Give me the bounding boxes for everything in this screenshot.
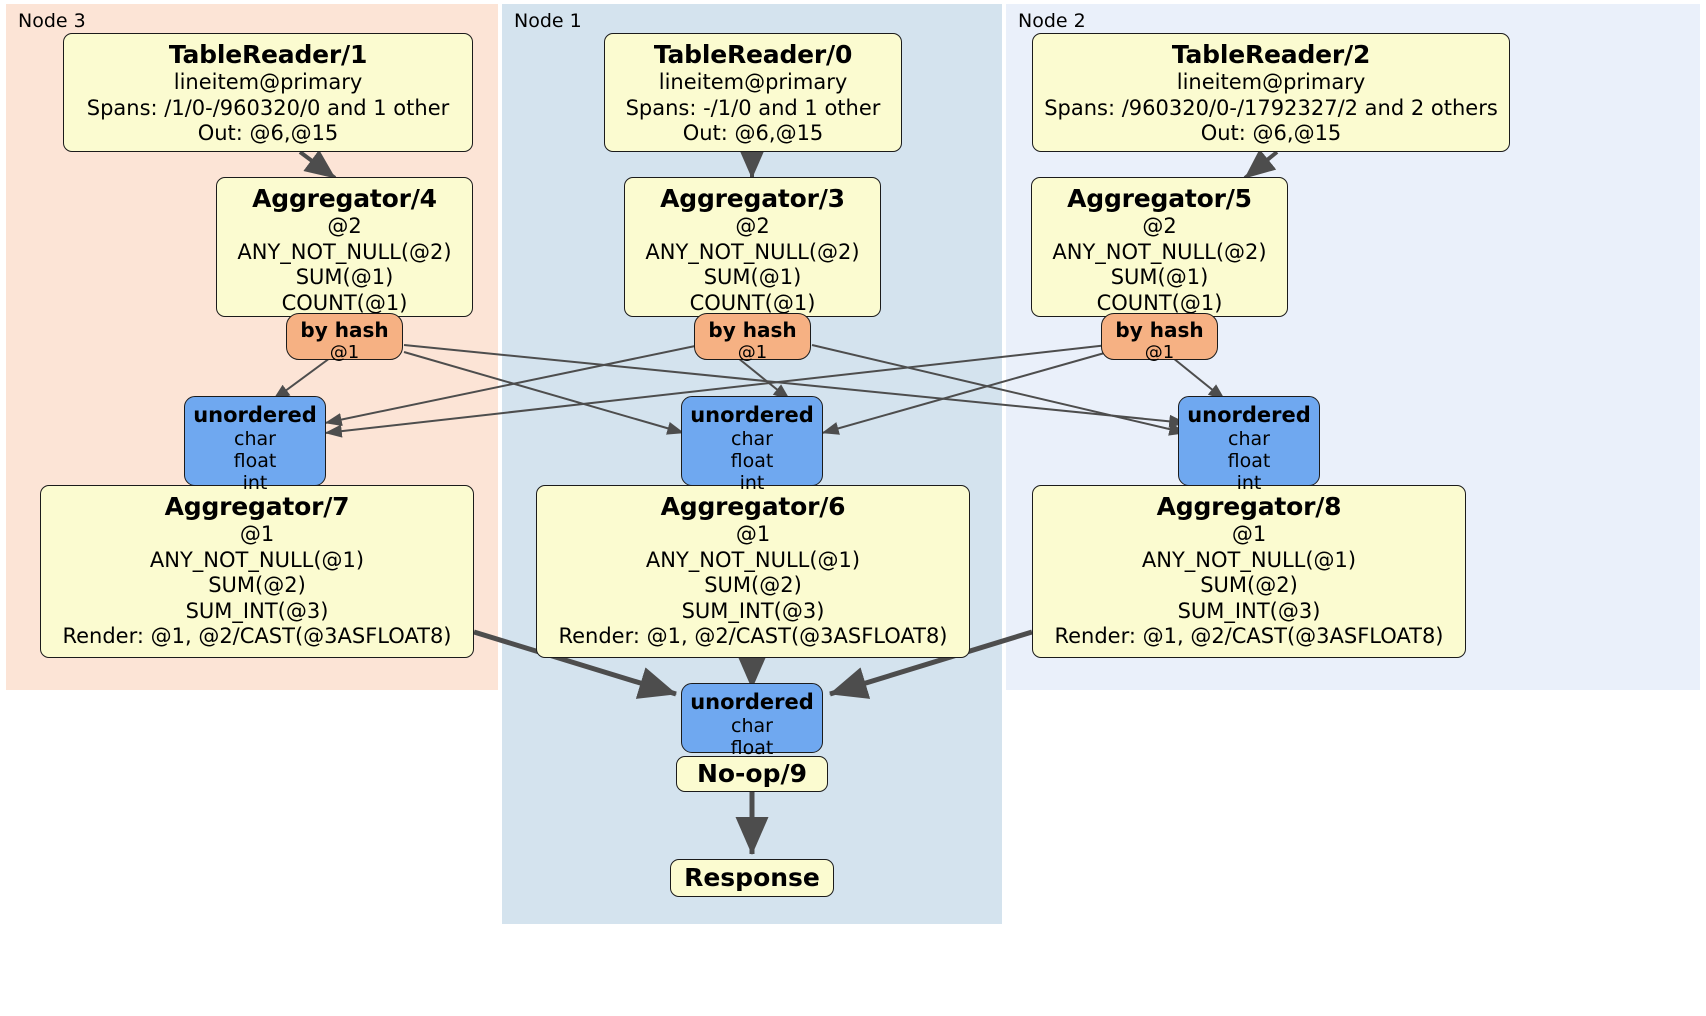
node-line: Spans: /960320/0-/1792327/2 and 2 others (1044, 95, 1498, 120)
node-line: SUM_INT(@3) (681, 598, 825, 623)
processor-aggregator-5[interactable]: Aggregator/5 @2 ANY_NOT_NULL(@2) SUM(@1)… (1031, 177, 1288, 317)
node-line: SUM(@1) (1110, 265, 1209, 289)
sync-unordered-node-1[interactable]: unordered char float int (681, 396, 823, 494)
sync-title: unordered (193, 403, 317, 427)
processor-table-reader-0[interactable]: TableReader/0 lineitem@primary Spans: -/… (604, 33, 902, 152)
node-title: Aggregator/5 (1067, 184, 1252, 213)
sync-unordered-node-2[interactable]: unordered char float int (1178, 396, 1320, 494)
node-title: Aggregator/4 (252, 184, 437, 213)
node-title: Response (684, 863, 820, 892)
sync-line: char (1228, 428, 1270, 450)
node-line: Spans: -/1/0 and 1 other (625, 95, 881, 120)
sync-line: int (739, 472, 765, 494)
processor-aggregator-8[interactable]: Aggregator/8 @1 ANY_NOT_NULL(@1) SUM(@2)… (1032, 485, 1466, 658)
node-title: Aggregator/6 (660, 492, 846, 521)
node-line: ANY_NOT_NULL(@2) (1052, 239, 1267, 264)
processor-aggregator-3[interactable]: Aggregator/3 @2 ANY_NOT_NULL(@2) SUM(@1)… (624, 177, 881, 317)
node-line: SUM_INT(@3) (1177, 598, 1321, 623)
node-line: SUM(@2) (1200, 573, 1298, 597)
sync-title: unordered (1187, 403, 1311, 427)
node-line: @1 (1231, 522, 1267, 546)
node-line: ANY_NOT_NULL(@2) (237, 239, 452, 264)
sync-title: unordered (690, 690, 814, 714)
node-title: TableReader/1 (168, 40, 368, 69)
node-title: TableReader/0 (653, 40, 853, 69)
node-line: SUM_INT(@3) (185, 598, 329, 623)
node-line: SUM(@2) (208, 573, 306, 597)
node-line: ANY_NOT_NULL(@1) (1141, 547, 1357, 572)
sync-title: unordered (690, 403, 814, 427)
sync-line: char (731, 715, 773, 737)
node-line: @2 (1142, 214, 1177, 238)
processor-response[interactable]: Response (670, 859, 834, 897)
processor-no-op-9[interactable]: No-op/9 (676, 756, 828, 792)
sync-unordered-node-3[interactable]: unordered char float int (184, 396, 326, 494)
router-title: by hash (1115, 318, 1204, 342)
router-line: @1 (329, 342, 360, 363)
processor-table-reader-1[interactable]: TableReader/1 lineitem@primary Spans: /1… (63, 33, 473, 152)
node-line: lineitem@primary (1176, 70, 1366, 94)
node-line: Out: @6,@15 (682, 121, 824, 145)
node-line: @2 (327, 214, 362, 238)
node-line: COUNT(@1) (689, 290, 816, 315)
router-line: @1 (737, 342, 768, 363)
sync-line: float (1227, 450, 1271, 472)
sync-line: float (730, 737, 774, 759)
node-line: ANY_NOT_NULL(@1) (645, 547, 861, 572)
router-by-hash-node-2[interactable]: by hash @1 (1101, 313, 1218, 363)
processor-aggregator-4[interactable]: Aggregator/4 @2 ANY_NOT_NULL(@2) SUM(@1)… (216, 177, 473, 317)
sync-line: char (731, 428, 773, 450)
node-line: SUM(@1) (295, 265, 394, 289)
node-title: No-op/9 (696, 759, 808, 788)
router-line: @1 (1144, 342, 1175, 363)
node-line: COUNT(@1) (1096, 290, 1223, 315)
node-line: @1 (239, 522, 275, 546)
node-title: Aggregator/3 (660, 184, 845, 213)
router-by-hash-node-3[interactable]: by hash @1 (286, 313, 403, 363)
sync-line: char (234, 428, 276, 450)
node-line: lineitem@primary (658, 70, 848, 94)
node-line: COUNT(@1) (281, 290, 408, 315)
router-title: by hash (708, 318, 797, 342)
node-line: ANY_NOT_NULL(@2) (645, 239, 860, 264)
sync-line: int (242, 472, 268, 494)
cluster-label-node-3: Node 3 (18, 10, 86, 32)
processor-aggregator-6[interactable]: Aggregator/6 @1 ANY_NOT_NULL(@1) SUM(@2)… (536, 485, 970, 658)
node-line: Spans: /1/0-/960320/0 and 1 other (86, 95, 450, 120)
processor-aggregator-7[interactable]: Aggregator/7 @1 ANY_NOT_NULL(@1) SUM(@2)… (40, 485, 474, 658)
sync-line: int (1236, 472, 1262, 494)
node-line: Render: @1, @2/CAST(@3ASFLOAT8) (62, 624, 452, 648)
node-line: SUM(@2) (704, 573, 802, 597)
node-line: Render: @1, @2/CAST(@3ASFLOAT8) (1054, 624, 1444, 648)
node-line: Render: @1, @2/CAST(@3ASFLOAT8) (558, 624, 948, 648)
node-line: lineitem@primary (173, 70, 363, 94)
node-line: SUM(@1) (703, 265, 802, 289)
router-title: by hash (300, 318, 389, 342)
sync-line: float (730, 450, 774, 472)
sync-line: float (233, 450, 277, 472)
processor-table-reader-2[interactable]: TableReader/2 lineitem@primary Spans: /9… (1032, 33, 1510, 152)
node-line: ANY_NOT_NULL(@1) (149, 547, 365, 572)
cluster-label-node-1: Node 1 (514, 10, 582, 32)
node-title: TableReader/2 (1171, 40, 1371, 69)
sync-unordered-final[interactable]: unordered char float (681, 683, 823, 759)
node-line: @1 (735, 522, 771, 546)
cluster-label-node-2: Node 2 (1018, 10, 1086, 32)
node-title: Aggregator/8 (1156, 492, 1342, 521)
router-by-hash-node-1[interactable]: by hash @1 (694, 313, 811, 363)
node-line: @2 (735, 214, 770, 238)
node-line: Out: @6,@15 (197, 121, 339, 145)
node-title: Aggregator/7 (164, 492, 350, 521)
node-line: Out: @6,@15 (1200, 121, 1342, 145)
